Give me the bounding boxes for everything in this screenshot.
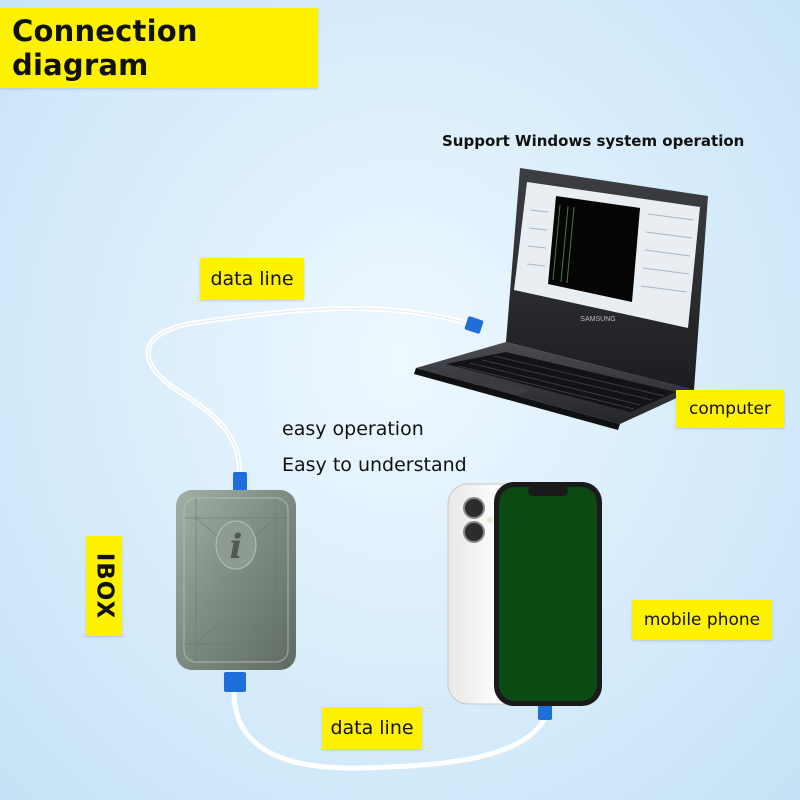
laptop: SAMSUNG — [414, 168, 708, 430]
ibox-groove — [184, 498, 288, 662]
connector-phone — [538, 704, 552, 720]
laptop-key-rows — [457, 355, 665, 410]
ibox-label-text: IBOX — [91, 552, 117, 620]
connector-top-ibox — [233, 472, 247, 492]
laptop-screen-columns — [552, 204, 575, 284]
laptop-keyboard — [446, 352, 676, 412]
connector-bottom-ibox — [224, 672, 246, 692]
phone-camera-lens-2 — [463, 521, 485, 543]
ibox-body — [176, 490, 296, 670]
connector-laptop — [464, 316, 484, 334]
mobile-phone-device — [447, 482, 602, 706]
laptop-console-window — [548, 196, 640, 302]
ibox-logo-icon: i — [230, 527, 243, 567]
support-windows-text: Support Windows system operation — [442, 132, 745, 150]
ibox-logo-badge — [215, 520, 257, 570]
laptop-touchpad — [474, 380, 530, 398]
phone-screen — [499, 487, 597, 701]
page-title: Connection diagram — [0, 8, 318, 88]
ibox-bevel — [183, 497, 289, 663]
laptop-screen-panel-lines — [526, 209, 695, 293]
easy-understand-text: Easy to understand — [282, 454, 467, 476]
laptop-brand: SAMSUNG — [580, 316, 615, 323]
ibox-groove-diag — [195, 517, 277, 645]
data-line-bottom-cable — [231, 685, 547, 771]
mobile-phone-label: mobile phone — [632, 600, 772, 640]
data-line-top-label: data line — [200, 258, 304, 300]
easy-operation-text: easy operation — [282, 418, 424, 440]
ibox-label: IBOX — [86, 536, 122, 636]
computer-label: computer — [676, 390, 784, 428]
laptop-front-edge — [414, 368, 620, 430]
phone-flash — [487, 517, 493, 523]
phone-camera-lens — [463, 497, 485, 519]
phone-notch — [528, 486, 568, 496]
data-line-bottom-label: data line — [322, 707, 422, 749]
ibox-device: i — [176, 490, 296, 670]
data-line-top-cable — [145, 306, 473, 481]
